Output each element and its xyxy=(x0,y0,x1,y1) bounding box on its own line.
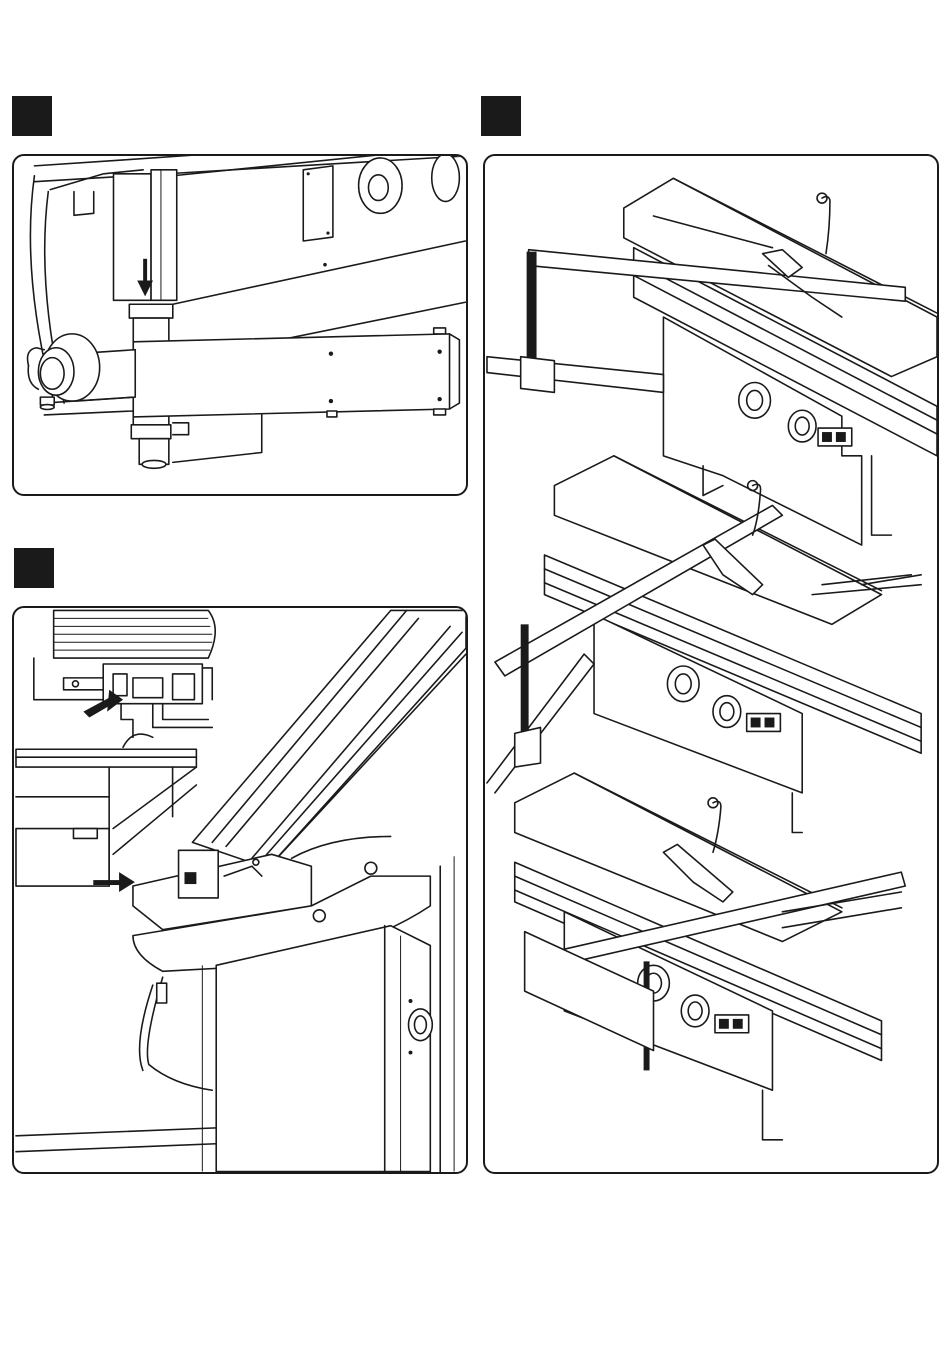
scale-bar-1 xyxy=(527,252,537,361)
support-arm xyxy=(133,334,449,417)
leg-foot xyxy=(142,460,166,468)
access-plate xyxy=(303,166,333,241)
inset-detail xyxy=(34,610,215,747)
machine-views-illustration xyxy=(485,156,937,1172)
scale-bar-2 xyxy=(521,624,529,733)
panel-frame-attachment xyxy=(12,606,468,1174)
frame-attachment-illustration xyxy=(14,608,466,1172)
sliding-table xyxy=(192,610,466,868)
cabinet xyxy=(216,926,430,1172)
step-marker-2 xyxy=(14,548,54,588)
panel-support-arm xyxy=(12,154,468,496)
support-arm-illustration xyxy=(14,156,466,494)
fence-frame-top xyxy=(16,749,196,767)
step-marker-3 xyxy=(481,96,521,136)
handwheel-2 xyxy=(432,156,460,201)
handwheel-1 xyxy=(359,158,402,213)
panel-machine-views xyxy=(483,154,939,1174)
step-marker-1 xyxy=(12,96,52,136)
control-knob xyxy=(409,1009,433,1041)
machine-view-3 xyxy=(515,773,906,1140)
